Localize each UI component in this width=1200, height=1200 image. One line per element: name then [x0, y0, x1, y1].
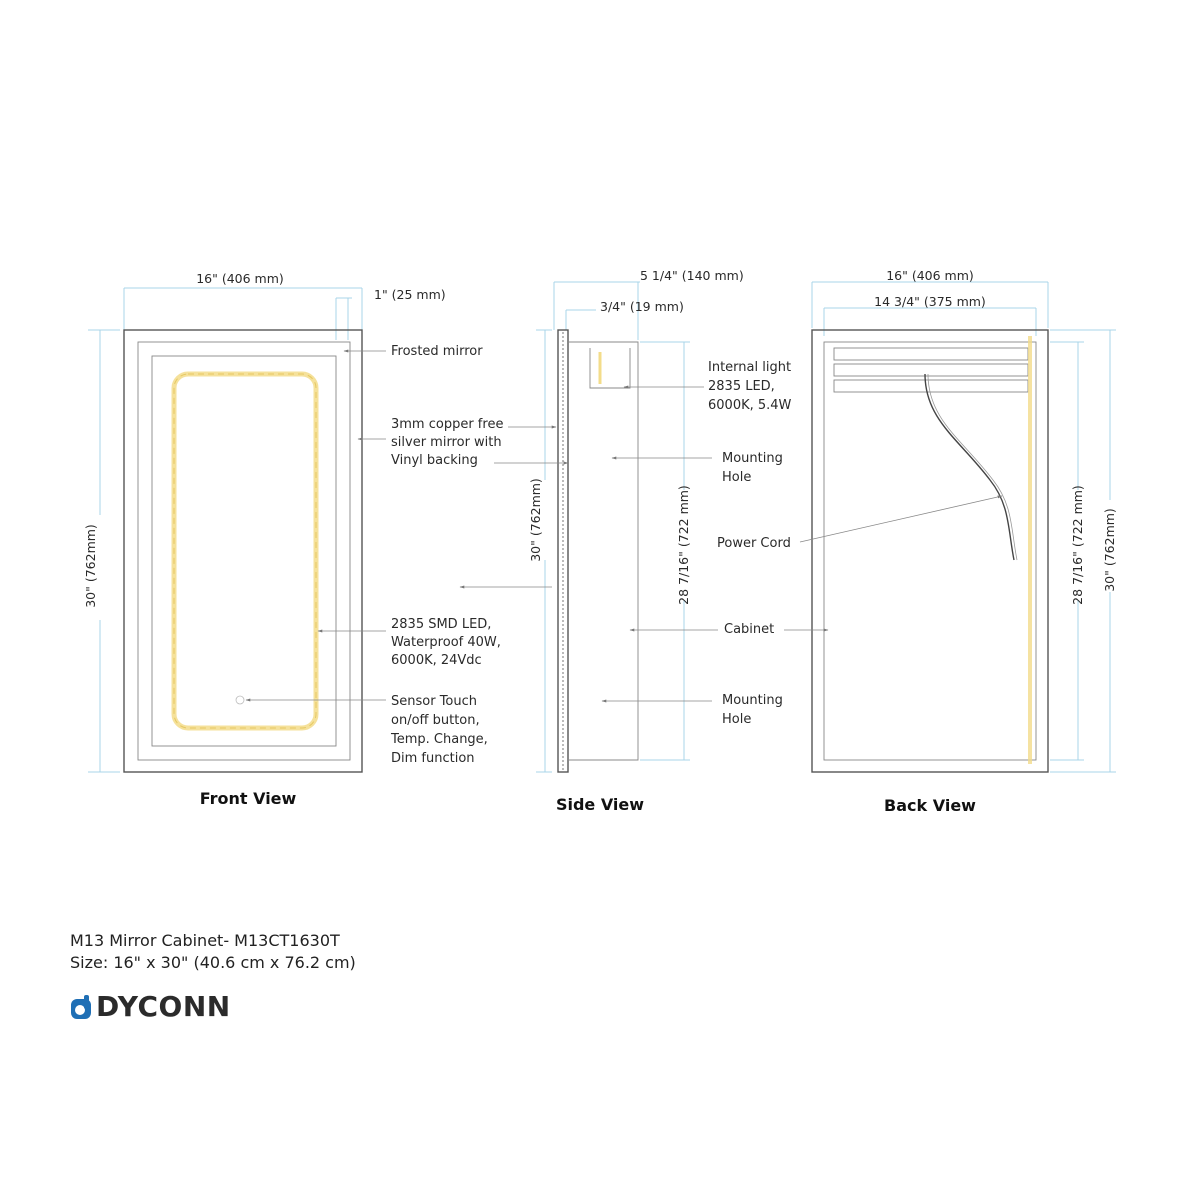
power-cord — [924, 373, 1015, 561]
callout-mounting-hole-1: Mounting Hole — [722, 451, 787, 485]
side-view-title: Side View — [556, 795, 644, 814]
front-view: 16" (406 mm) 1" (25 mm) 30" (762mm) Fron… — [83, 271, 446, 808]
front-view-title: Front View — [200, 789, 297, 808]
callout-copper: 3mm copper free silver mirror with Vinyl… — [391, 417, 508, 468]
side-depth-label: 5 1/4" (140 mm) — [640, 268, 744, 283]
back-inner-width-label: 14 3/4" (375 mm) — [874, 294, 986, 309]
callout-internal-light: Internal light 2835 LED, 6000K, 5.4W — [708, 360, 795, 413]
brand-logo: DYCONN — [70, 990, 231, 1023]
side-mirror-slab — [557, 329, 569, 773]
side-view: 5 1/4" (140 mm) 3/4" (19 mm) 30" (762mm)… — [528, 268, 744, 814]
back-height-label: 30" (762mm) — [1102, 508, 1117, 592]
back-width-label: 16" (406 mm) — [886, 268, 974, 283]
callout-smd-led: 2835 SMD LED, Waterproof 40W, 6000K, 24V… — [391, 617, 505, 668]
led-strip — [171, 371, 319, 731]
sensor-button — [235, 695, 245, 705]
product-info: M13 Mirror Cabinet- M13CT1630T Size: 16"… — [70, 930, 356, 974]
callout-frosted: Frosted mirror — [391, 344, 483, 359]
back-view: 16" (406 mm) 14 3/4" (375 mm) 28 7/16" (… — [811, 268, 1117, 815]
side-height-label: 30" (762mm) — [528, 478, 543, 562]
callout-mounting-hole-2: Mounting Hole — [722, 693, 787, 727]
front-width-label: 16" (406 mm) — [196, 271, 284, 286]
back-view-title: Back View — [884, 796, 976, 815]
callout-power-cord: Power Cord — [717, 536, 791, 551]
side-mirror-label: 3/4" (19 mm) — [600, 299, 684, 314]
front-height-label: 30" (762mm) — [83, 524, 98, 608]
front-border-label: 1" (25 mm) — [374, 287, 446, 302]
callouts: Frosted mirror 3mm copper free silver mi… — [390, 344, 795, 766]
callout-cabinet: Cabinet — [724, 622, 774, 637]
size-spec: Size: 16" x 30" (40.6 cm x 76.2 cm) — [70, 953, 356, 972]
brand-name: DYCONN — [96, 990, 231, 1023]
model-name: M13 Mirror Cabinet- M13CT1630T — [70, 931, 340, 950]
back-inner-height-label: 28 7/16" (722 mm) — [1070, 485, 1085, 605]
side-inner-height-label: 28 7/16" (722 mm) — [676, 485, 691, 605]
leader-lines — [245, 349, 1003, 703]
dyconn-logo-icon — [71, 994, 91, 1019]
callout-sensor: Sensor Touch on/off button, Temp. Change… — [390, 694, 492, 766]
